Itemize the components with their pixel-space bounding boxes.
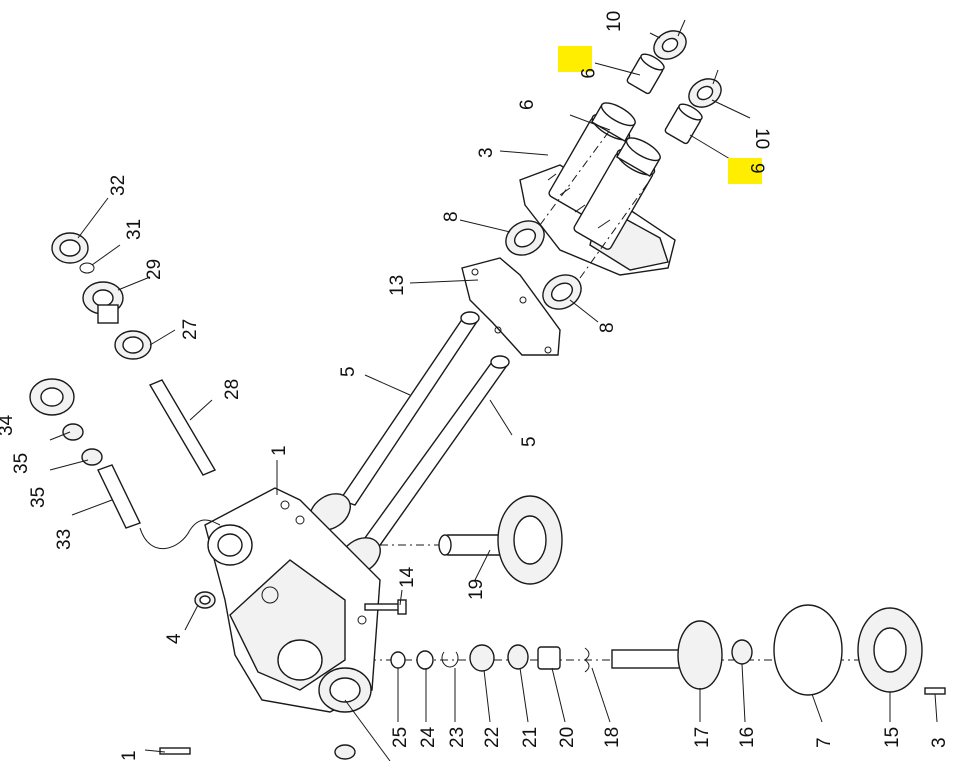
label-23: 23 bbox=[447, 727, 468, 748]
needle-bearing-top bbox=[626, 53, 665, 95]
label-8-right: 8 bbox=[597, 322, 618, 333]
needle-bearing-bottom bbox=[664, 103, 703, 145]
label-18: 18 bbox=[602, 727, 623, 748]
label-5-right: 5 bbox=[519, 436, 540, 447]
label-6: 6 bbox=[517, 99, 538, 110]
pin-28 bbox=[148, 379, 217, 476]
label-1-bottom: 1 bbox=[119, 750, 140, 761]
nut bbox=[194, 591, 216, 609]
label-17: 17 bbox=[692, 727, 713, 748]
label-14: 14 bbox=[397, 566, 418, 588]
label-9-top: 9 bbox=[576, 68, 597, 79]
gear-34 bbox=[29, 378, 75, 416]
sleeve-33 bbox=[97, 464, 141, 529]
label-5-left: 5 bbox=[338, 366, 359, 377]
label-35-top: 35 bbox=[11, 453, 32, 474]
ball-bearing-left bbox=[505, 220, 545, 256]
label-33: 33 bbox=[54, 529, 75, 550]
ball-bearing-right bbox=[542, 274, 582, 310]
circlip-31 bbox=[79, 262, 95, 274]
label-1-top: 1 bbox=[269, 445, 290, 456]
label-7: 7 bbox=[814, 737, 835, 748]
label-22: 22 bbox=[482, 727, 503, 748]
bevel-gear-shaft bbox=[438, 495, 563, 585]
label-10-bottom: 10 bbox=[751, 128, 772, 149]
label-8-left: 8 bbox=[441, 211, 462, 222]
upper-housing-assembly bbox=[519, 102, 676, 276]
label-20: 20 bbox=[557, 727, 578, 748]
gasket bbox=[461, 257, 561, 356]
gearbox-housing bbox=[204, 487, 381, 713]
leader-lines bbox=[49, 32, 938, 761]
label-19: 19 bbox=[466, 579, 487, 600]
label-24: 24 bbox=[418, 726, 439, 748]
label-28: 28 bbox=[222, 379, 243, 400]
label-3-top: 3 bbox=[476, 147, 497, 158]
label-27: 27 bbox=[180, 319, 201, 340]
label-34: 34 bbox=[0, 414, 17, 436]
highlight-9-top bbox=[558, 46, 592, 72]
label-31: 31 bbox=[124, 219, 145, 240]
label-9-bottom: 9 bbox=[746, 163, 767, 174]
label-3-bottom: 3 bbox=[929, 737, 950, 748]
label-29: 29 bbox=[144, 259, 165, 280]
highlight-9-bottom bbox=[728, 158, 762, 184]
row-parts bbox=[390, 604, 946, 696]
label-21: 21 bbox=[520, 727, 541, 748]
part-labels: 10 9 6 3 10 9 8 13 8 5 5 32 31 29 27 28 … bbox=[0, 11, 950, 761]
label-32: 32 bbox=[108, 175, 129, 196]
label-15: 15 bbox=[882, 727, 903, 748]
bolt-14 bbox=[364, 599, 407, 615]
label-16: 16 bbox=[737, 727, 758, 748]
seal-ring-top bbox=[653, 30, 687, 60]
bearing-35-bottom bbox=[81, 448, 103, 466]
label-4: 4 bbox=[164, 633, 185, 644]
shaft-left bbox=[309, 311, 480, 531]
label-25: 25 bbox=[390, 727, 411, 748]
gear-29 bbox=[82, 281, 124, 324]
bearing-35-top bbox=[62, 423, 84, 441]
label-13: 13 bbox=[387, 275, 408, 296]
cap-32 bbox=[51, 232, 89, 264]
label-10-top: 10 bbox=[604, 11, 625, 32]
bolt-bottom-left bbox=[159, 744, 356, 760]
bushing-27 bbox=[114, 330, 152, 360]
label-35-bottom: 35 bbox=[28, 487, 49, 508]
